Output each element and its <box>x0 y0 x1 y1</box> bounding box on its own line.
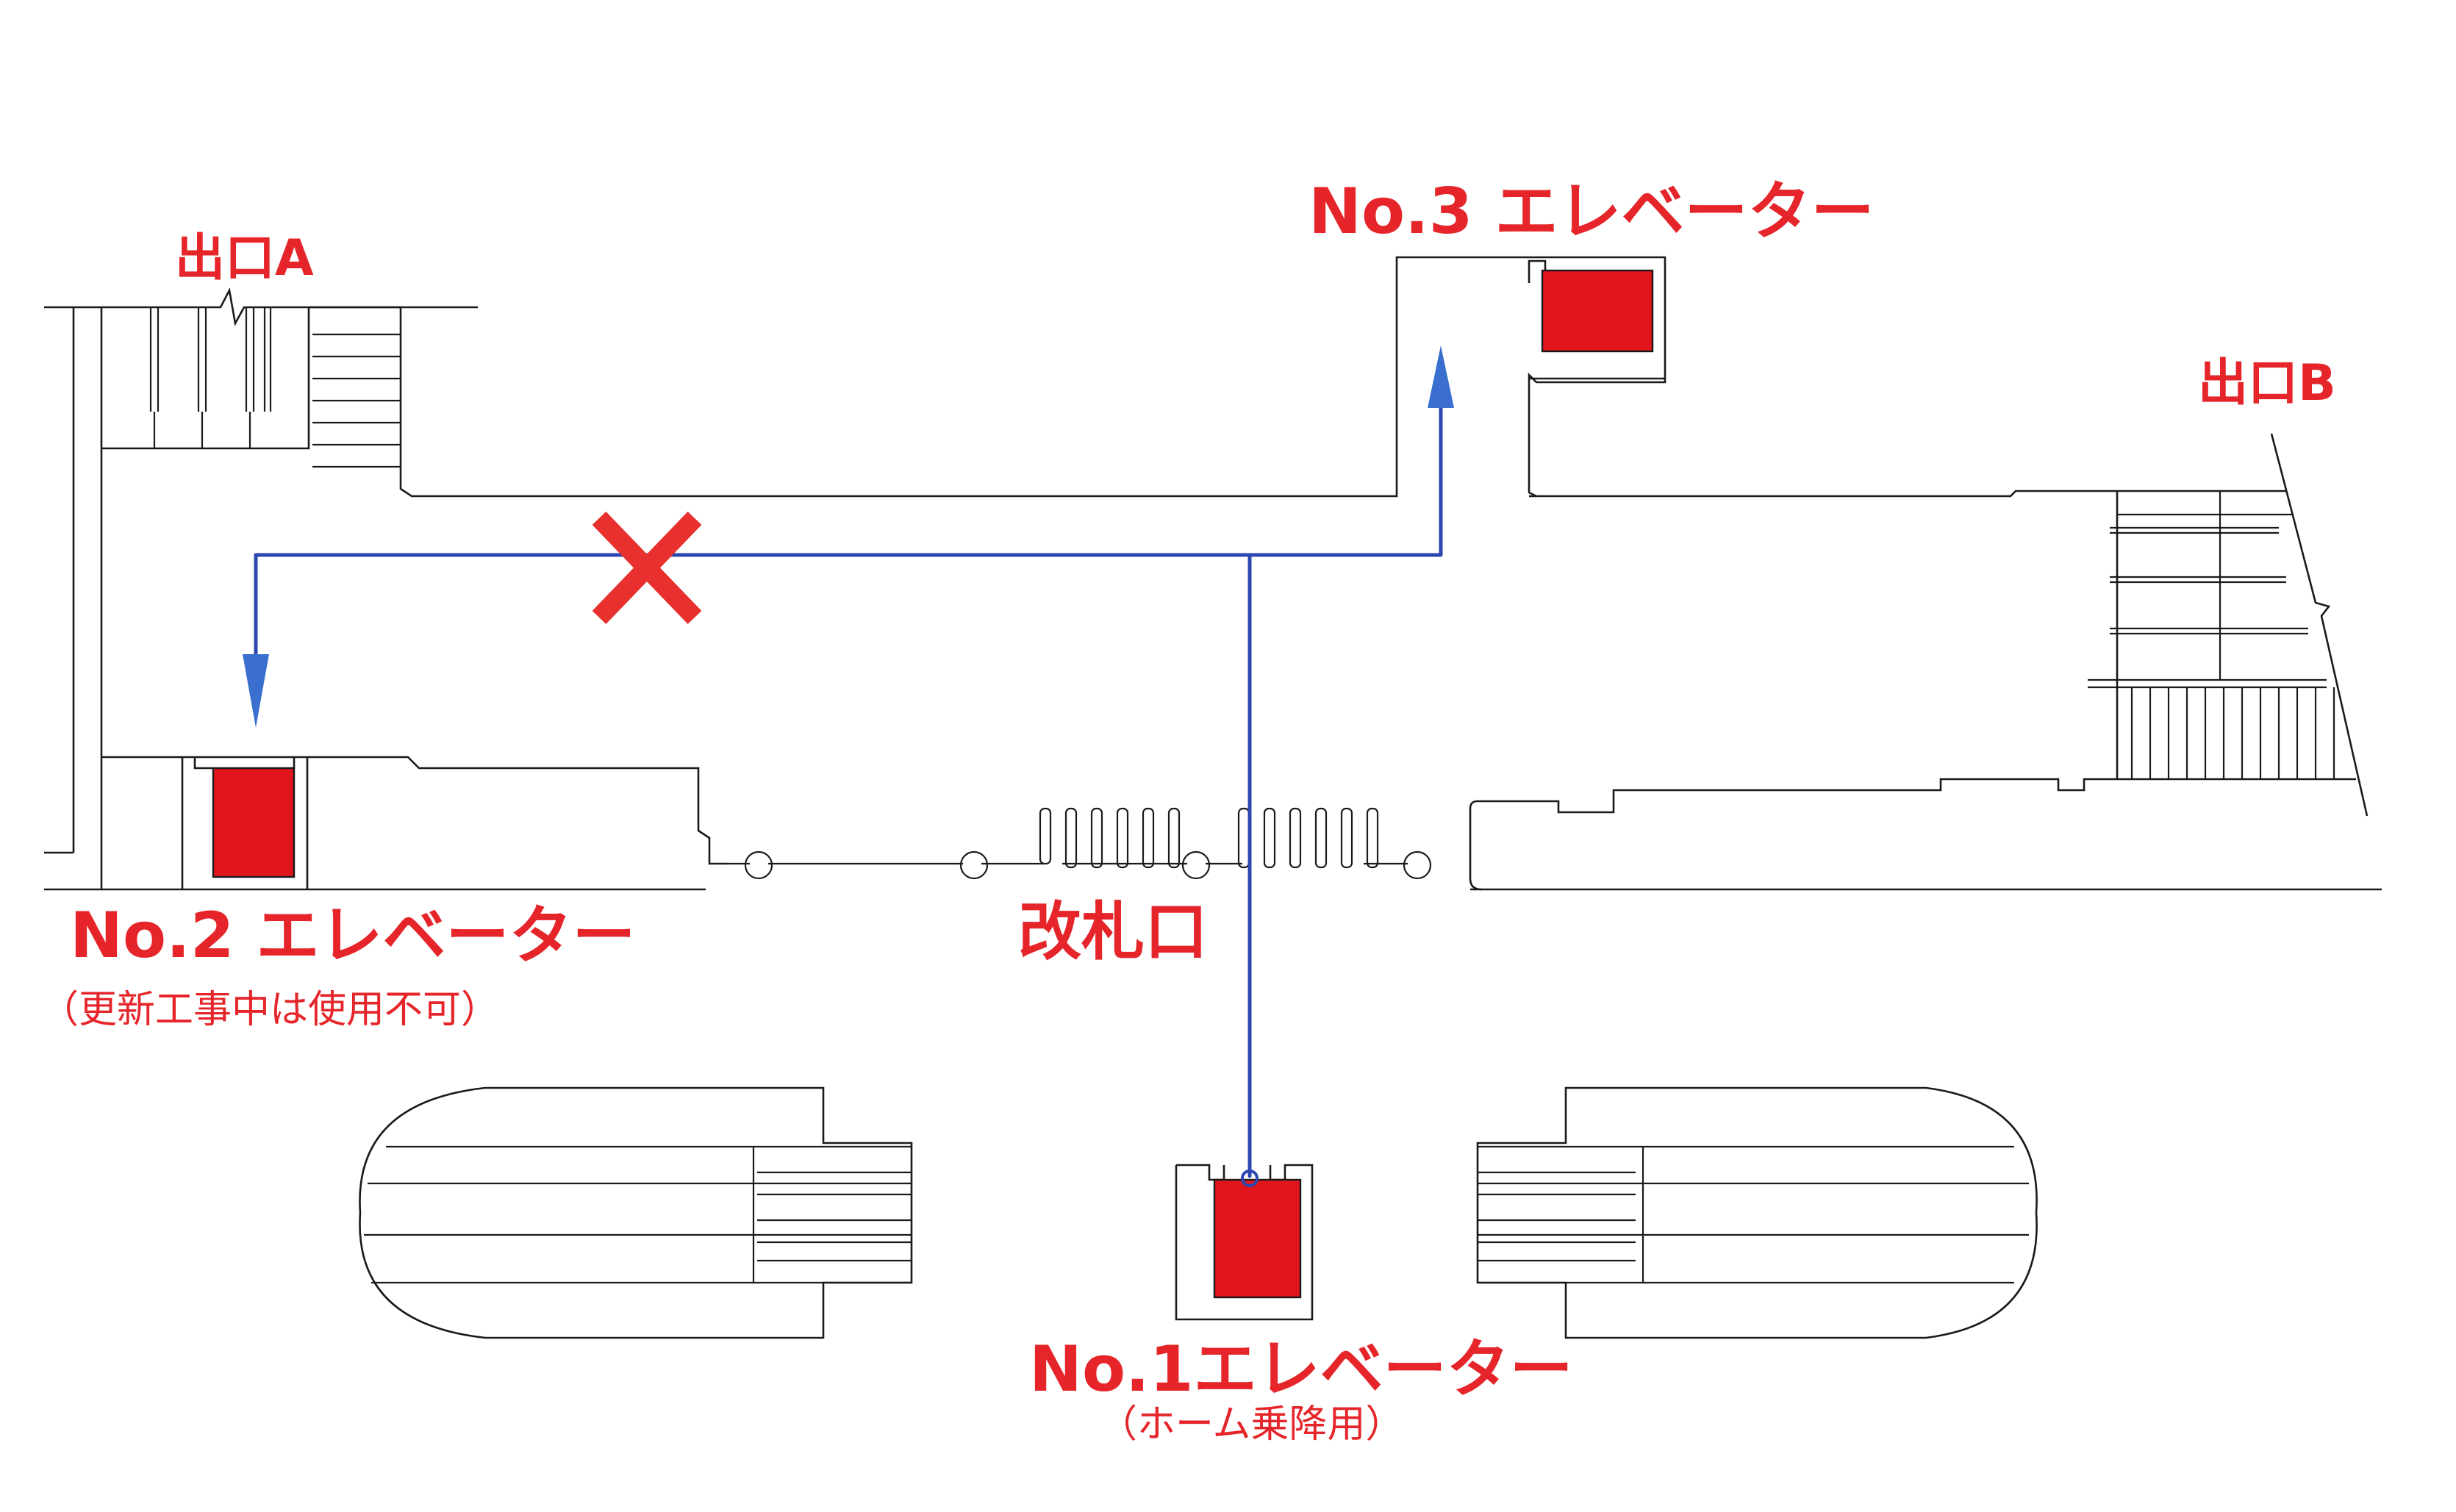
ticket-gates-left <box>1039 807 1181 869</box>
platform-west <box>359 1086 913 1339</box>
ticket-gates-right <box>1237 807 1379 869</box>
ticket-gate-label: 改札口 <box>1018 895 1208 969</box>
elevator-route <box>243 345 1454 1187</box>
arrow-down-icon <box>243 654 269 728</box>
platform-east <box>1476 1086 2038 1339</box>
gate-post-2 <box>959 850 989 880</box>
elevator-3-label: No.3 エレベーター <box>1308 175 1875 248</box>
elevator-3-shaft <box>1528 259 1665 380</box>
elevator-2-note: （更新工事中は使用不可） <box>40 988 500 1032</box>
exit-b-label: 出口B <box>2198 354 2336 412</box>
elevator-2-label: No.2 エレベーター <box>70 899 636 972</box>
elevator-1-note: （ホーム乗降用） <box>1099 1402 1404 1447</box>
gate-post-3 <box>1181 850 1211 880</box>
elevator-3-car[interactable] <box>1541 269 1654 353</box>
elevator-1-shaft <box>1175 1164 1314 1321</box>
elevator-1-car[interactable] <box>1213 1178 1302 1299</box>
east-building-outline <box>1469 433 2382 891</box>
elevator-2-block <box>44 756 728 891</box>
ticket-gate-line <box>728 807 1432 880</box>
elevator-2-car[interactable] <box>212 767 296 878</box>
exit-a-label: 出口A <box>175 229 314 287</box>
route-endpoint <box>1241 1169 1259 1187</box>
gate-post-4 <box>1403 850 1432 880</box>
west-building-outline <box>44 256 1666 889</box>
arrow-up-icon <box>1428 345 1454 408</box>
gate-post-1 <box>744 850 773 880</box>
elevator-1-label: No.1エレベーター <box>1029 1333 1573 1406</box>
cross-icon <box>592 511 702 625</box>
